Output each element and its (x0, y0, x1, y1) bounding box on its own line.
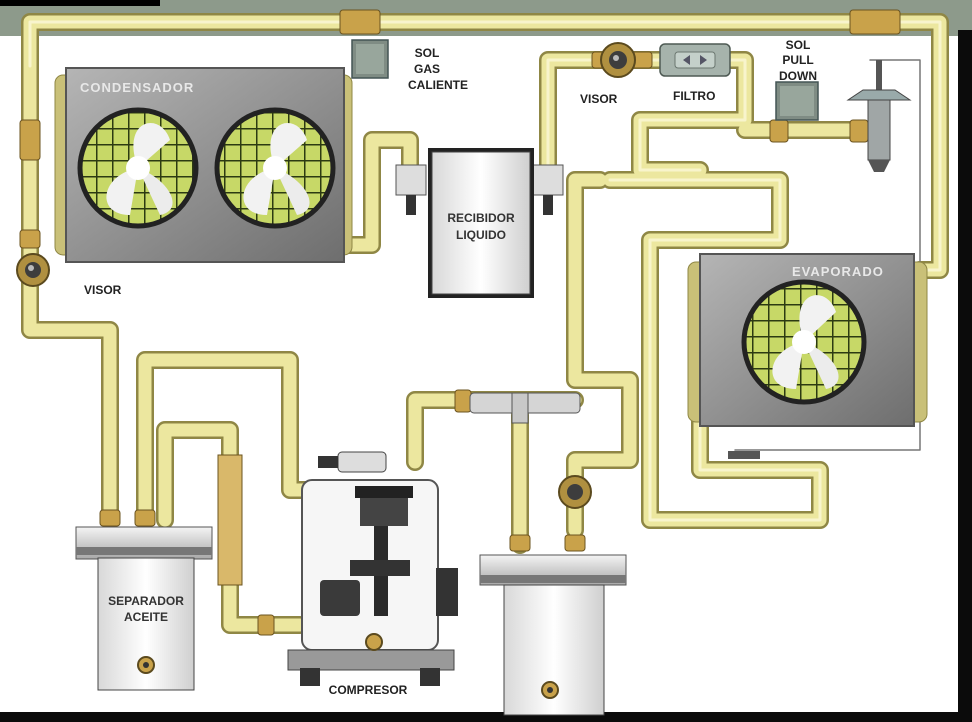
svg-text:CALIENTE: CALIENTE (408, 78, 468, 92)
svg-text:LIQUIDO: LIQUIDO (456, 228, 506, 242)
svg-text:SOL: SOL (786, 38, 811, 52)
hot-gas-solenoid-valve (351, 39, 389, 79)
liquid-receiver-label: RECIBIDOR LIQUIDO (447, 211, 515, 242)
condenser-fan-left (77, 107, 199, 229)
hot-gas-solenoid-label: SOL GAS CALIENTE (408, 46, 468, 92)
expansion-valve (846, 60, 912, 172)
evaporator-fan (741, 279, 867, 405)
svg-text:ACEITE: ACEITE (124, 610, 168, 624)
svg-text:DOWN: DOWN (779, 69, 817, 83)
condenser-fan-right (214, 107, 336, 229)
compressor (287, 451, 458, 686)
svg-text:SOL: SOL (415, 46, 440, 60)
sight-glass-left-label: VISOR (84, 283, 122, 297)
suction-accumulator (479, 554, 627, 716)
condenser-label: CONDENSADOR (80, 80, 194, 95)
pipe-fittings (19, 9, 901, 636)
evaporator-unit: EVAPORADO (687, 253, 928, 459)
oil-separator (75, 526, 213, 691)
svg-text:GAS: GAS (414, 62, 440, 76)
pull-down-solenoid-label: SOL PULL DOWN (779, 38, 817, 83)
svg-text:RECIBIDOR: RECIBIDOR (447, 211, 515, 225)
sight-glass-top-label: VISOR (580, 92, 618, 106)
sight-glass-left (16, 253, 50, 287)
oil-return-filter (217, 454, 243, 586)
condenser-unit: CONDENSADOR (54, 67, 353, 263)
suction-tee (469, 392, 581, 424)
filter-drier (659, 43, 731, 77)
compressor-label: COMPRESOR (329, 683, 408, 697)
pull-down-solenoid-valve (775, 81, 819, 121)
sight-glass-top (591, 42, 653, 78)
oil-separator-label: SEPARADOR ACEITE (108, 594, 184, 624)
pipe-network (21, 13, 949, 634)
sight-glass-accumulator (558, 475, 592, 509)
liquid-receiver (395, 148, 564, 298)
svg-text:PULL: PULL (782, 53, 813, 67)
svg-text:SEPARADOR: SEPARADOR (108, 594, 184, 608)
evaporator-label: EVAPORADO (792, 264, 884, 279)
filter-drier-label: FILTRO (673, 89, 715, 103)
